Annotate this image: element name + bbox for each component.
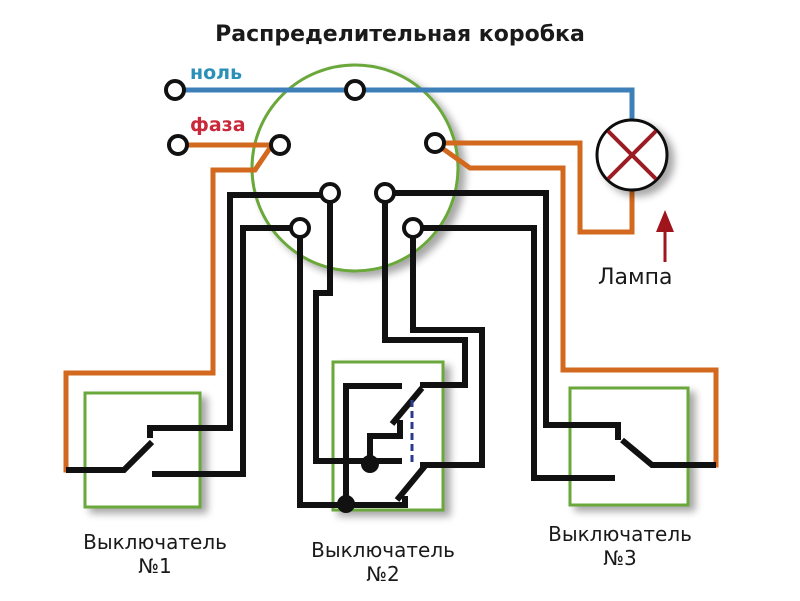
switch-3-wires: [385, 190, 716, 481]
traveler-terminal-1: [319, 182, 341, 204]
switch-1-wires: [66, 192, 330, 477]
traveler-terminal-3: [374, 182, 396, 204]
lamp-icon: [595, 118, 669, 192]
phase-box-terminal: [269, 134, 291, 156]
switch-2-name: Выключатель: [311, 538, 455, 562]
switch-1-number: №1: [138, 554, 172, 578]
switch-2-number: №2: [366, 562, 400, 586]
switch-3-label: Выключатель №3: [520, 522, 720, 570]
switch-2-label: Выключатель №2: [283, 538, 483, 586]
lamp-label: Лампа: [598, 265, 673, 290]
traveler-terminal-4: [402, 217, 424, 239]
lamp-feed-terminal: [424, 132, 446, 154]
neutral-box-terminal: [344, 79, 366, 101]
switch-2-wires: [297, 193, 485, 508]
neutral-label: ноль: [190, 62, 243, 84]
phase-label: фаза: [190, 114, 246, 136]
arrow-up-icon: [656, 210, 674, 262]
switch-1-name: Выключатель: [83, 530, 227, 554]
phase-input-terminal: [167, 134, 189, 156]
diagram-title: Распределительная коробка: [215, 22, 585, 47]
switch-3-name: Выключатель: [548, 522, 692, 546]
neutral-input-terminal: [164, 79, 186, 101]
traveler-terminal-2: [289, 217, 311, 239]
junction-dot: [337, 495, 355, 513]
terminals: [164, 79, 446, 239]
neutral-wire: [175, 87, 635, 122]
switch-1-label: Выключатель №1: [55, 530, 255, 578]
junction-dot: [361, 455, 379, 473]
switch-3-number: №3: [603, 546, 637, 570]
